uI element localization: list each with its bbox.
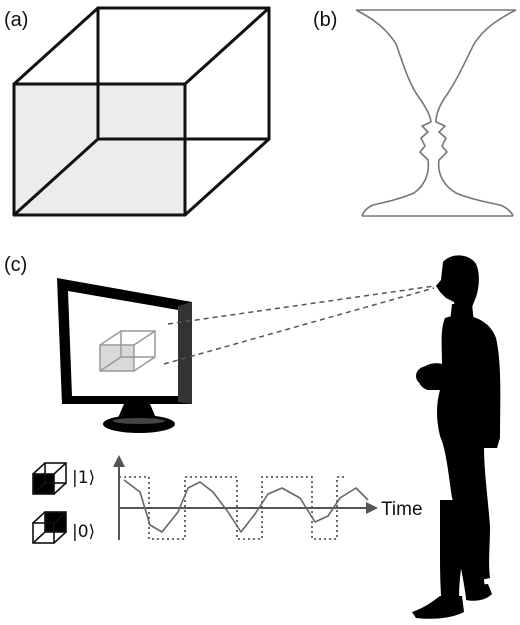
right-face-profile (435, 9, 517, 217)
monitor-neck (118, 404, 156, 418)
left-face-profile (355, 9, 432, 217)
panel-a-label: (a) (4, 9, 28, 31)
cube-back-square (96, 6, 271, 141)
monitor-base-highlight (113, 418, 165, 424)
panel-b-label: (b) (313, 9, 337, 31)
gaze-line-lower (163, 287, 435, 365)
state-zero-cube-icon (32, 511, 67, 544)
monitor-icon (57, 278, 192, 433)
y-axis-arrowhead (113, 455, 125, 467)
gaze-line-upper (167, 285, 435, 325)
person-silhouette-icon (412, 255, 501, 619)
time-axis-label: Time (381, 499, 423, 520)
signal-graph (113, 455, 378, 540)
panel-c-label: (c) (4, 254, 27, 276)
state-one-cube-icon (32, 462, 67, 495)
gaze-lines (163, 285, 435, 365)
cube-front-face (14, 84, 185, 215)
binary-state-trace (119, 476, 345, 540)
rubin-vase-icon (355, 9, 517, 217)
necker-cube-icon (12, 6, 271, 217)
time-axis-arrowhead (366, 502, 378, 514)
cube-edge (12, 137, 100, 217)
cube-edge (183, 6, 271, 86)
screen-cube-icon (99, 330, 156, 372)
monitor-side (178, 302, 192, 404)
monitor-screen (68, 291, 184, 396)
state-one-label: |1⟩ (72, 468, 95, 488)
cube-edge (12, 6, 100, 86)
perception-signal (123, 479, 369, 533)
cube-edge (183, 137, 271, 217)
state-zero-label: |0⟩ (72, 522, 95, 542)
